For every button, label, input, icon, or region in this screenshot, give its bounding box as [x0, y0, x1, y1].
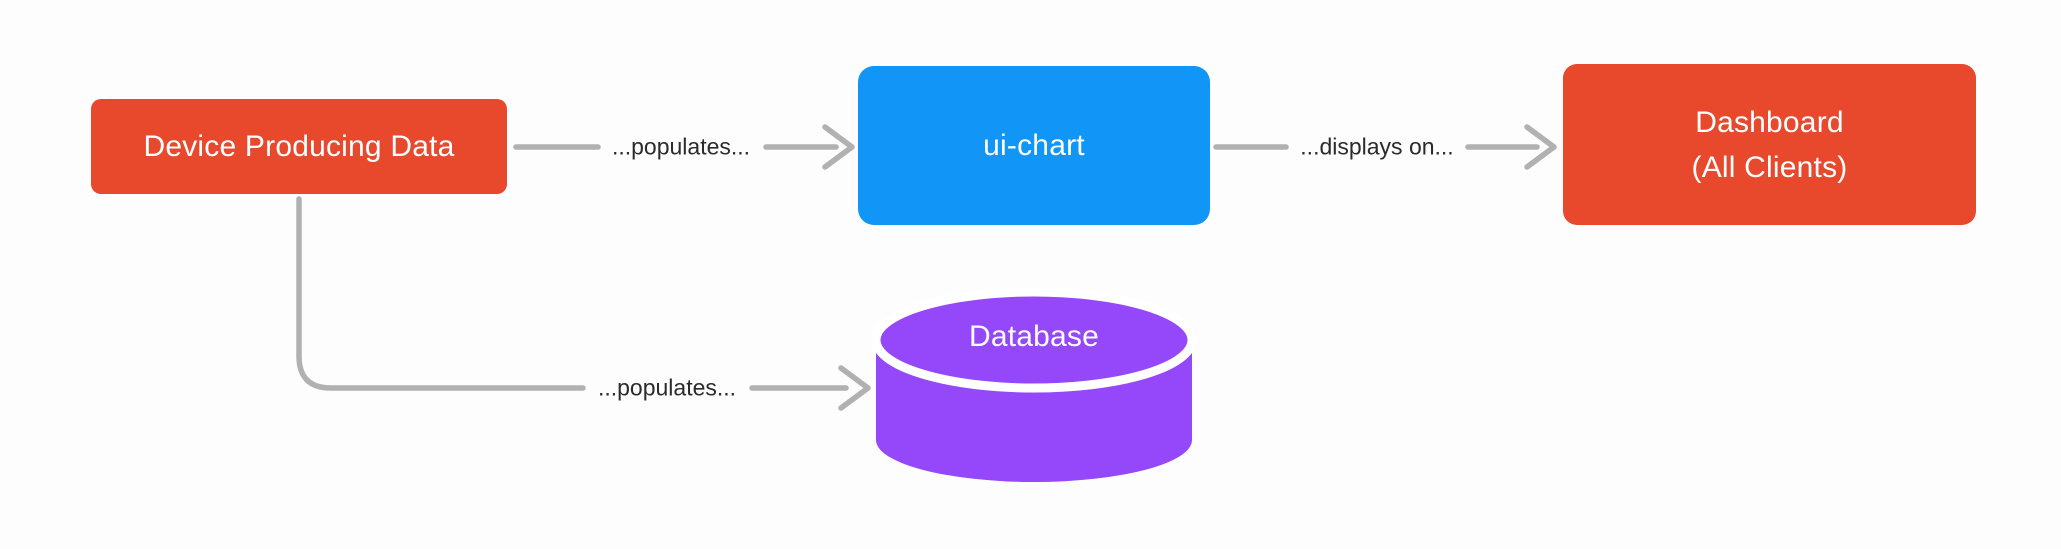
edge-uichart-to-dashboard-arrowhead: [1524, 124, 1557, 170]
node-dashboard-label: Dashboard (All Clients): [1692, 100, 1848, 190]
edge-device-to-database-arrowhead: [838, 365, 871, 411]
node-ui-chart[interactable]: ui-chart: [858, 66, 1210, 225]
edge-label-populates-bottom[interactable]: ...populates...: [597, 374, 737, 401]
node-ui-chart-label: ui-chart: [983, 128, 1085, 162]
node-device-label: Device Producing Data: [143, 129, 455, 163]
edge-device-to-uichart-arrowhead: [822, 124, 855, 170]
edge-group: [296, 124, 1557, 411]
node-device-producing-data[interactable]: Device Producing Data: [91, 99, 507, 194]
node-database-label: Database: [968, 320, 1100, 353]
edge-device-to-database-elbow[interactable]: [296, 196, 586, 391]
node-dashboard-all-clients[interactable]: Dashboard (All Clients): [1563, 64, 1976, 225]
edge-label-displays-on[interactable]: ...displays on...: [1300, 133, 1454, 160]
cylinder-body: [876, 340, 1192, 482]
edge-label-populates-top[interactable]: ...populates...: [611, 133, 751, 160]
node-dashboard-label-line2: (All Clients): [1691, 150, 1848, 184]
node-database-cylinder[interactable]: [870, 288, 1198, 488]
node-dashboard-label-line1: Dashboard: [1695, 105, 1844, 139]
cylinder-top: [871, 288, 1197, 393]
